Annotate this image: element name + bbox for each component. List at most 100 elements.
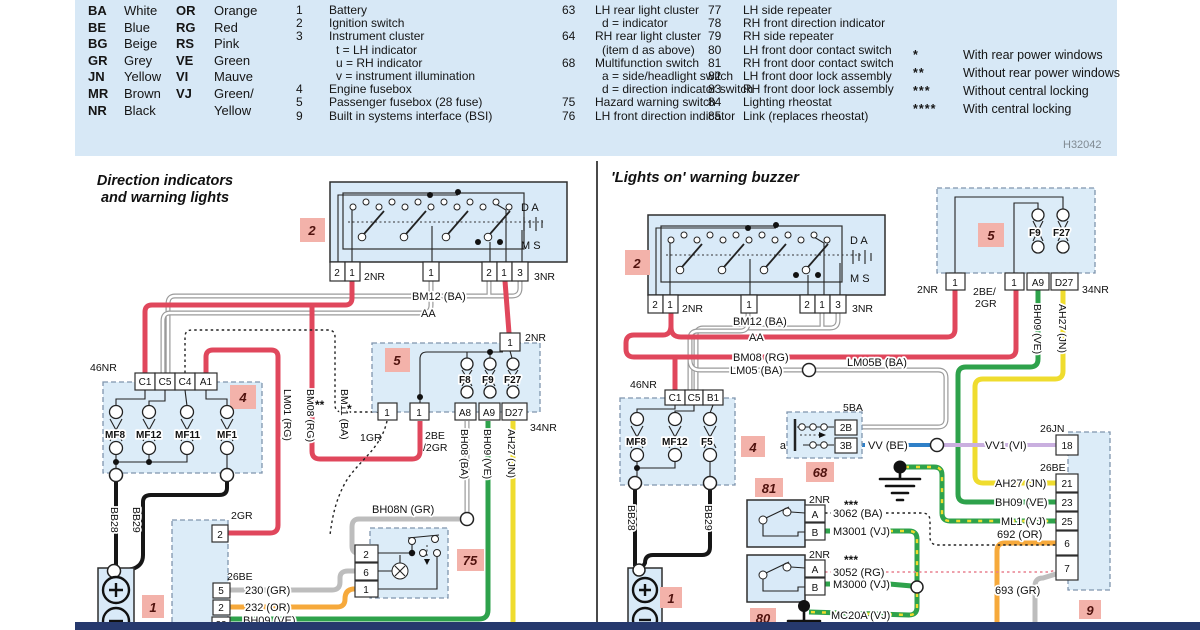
component-sublabel: (item d as above) xyxy=(602,42,695,57)
component-tag xyxy=(806,462,834,482)
ignition-da-label: D A xyxy=(850,235,868,247)
tag-number: 9 xyxy=(1086,603,1094,618)
component-label: Instrument cluster xyxy=(329,29,425,44)
pin-label: 3 xyxy=(835,300,841,311)
component-sublabel: d = direction indicator switch xyxy=(602,82,754,97)
pin-label: C5 xyxy=(688,393,701,404)
connector-label: 26JN xyxy=(1040,423,1065,435)
pin-label: C1 xyxy=(139,377,152,388)
pin-label: 21 xyxy=(1061,479,1073,490)
color-name: Yellow xyxy=(214,102,252,118)
fuse-icon xyxy=(1031,208,1045,254)
pin-label: B xyxy=(812,528,819,539)
connector-label: 3NR xyxy=(534,271,555,283)
battery-positive-icon xyxy=(101,575,131,605)
note-stars: **** xyxy=(913,102,937,116)
wire-label-ah27: AH27 (JN) xyxy=(505,429,517,478)
pin-label: A xyxy=(812,510,819,521)
terminal-circle xyxy=(632,563,646,577)
component-label: Ignition switch xyxy=(329,16,405,31)
component-number: 68 xyxy=(562,55,576,70)
component-label: LH front door lock assembly xyxy=(743,69,892,84)
terminal-circle xyxy=(106,563,122,579)
fuse-icon xyxy=(702,411,718,463)
bsi-unit: 26JN 18 26BE 21 23 25 6 7 9 xyxy=(1040,423,1111,619)
lamp-icon xyxy=(391,562,409,580)
connector-label: 2NR xyxy=(917,284,938,296)
color-code: BA xyxy=(88,3,107,18)
wire-label-mc20a: MC20A (VJ) xyxy=(831,610,890,622)
note-text: With central locking xyxy=(963,102,1072,116)
splice-connector xyxy=(801,362,817,378)
component-tag xyxy=(660,587,682,608)
connector-label: 2GR xyxy=(975,298,997,310)
component-label: Passenger fusebox (28 fuse) xyxy=(329,95,483,110)
fuse-label: F9 xyxy=(1029,228,1041,239)
fuse-icon xyxy=(108,404,124,456)
component-sublabel: u = RH indicator xyxy=(336,55,423,70)
fuse-label: F9 xyxy=(482,375,494,386)
connector-label: 46NR xyxy=(630,379,657,391)
wire-label-aa: AA xyxy=(749,332,764,344)
component-sublabel: v = instrument illumination xyxy=(336,69,476,84)
right-diagram-lights-on-buzzer: 'Lights on' warning buzzer xyxy=(611,169,1111,623)
connector-label: 26BE xyxy=(227,571,253,583)
wire-label-bh09-bottom: BH09 (VE) xyxy=(243,615,296,623)
component-label: Multifunction switch xyxy=(595,55,700,70)
component-number: 64 xyxy=(562,29,576,44)
multifunction-switch: 5BA a 2B 3B 68 xyxy=(780,402,863,482)
wire-label-m3000: M3000 (VJ) xyxy=(833,579,890,591)
component-number: 78 xyxy=(708,16,722,31)
component-tag xyxy=(1079,600,1101,619)
left-panel-title-line1: Direction indicators xyxy=(97,173,233,189)
color-name: Green xyxy=(214,52,251,68)
battery-negative-icon xyxy=(631,606,659,623)
wire-label-bm12: BM12 (BA) xyxy=(733,316,787,328)
wire-label-ah27-vertical: AH27 (JN) xyxy=(1056,304,1068,353)
color-code: GR xyxy=(88,52,108,68)
tag-number: 5 xyxy=(987,228,995,243)
pin-label: 6 xyxy=(1064,539,1070,550)
ground-stud-icon xyxy=(786,600,822,623)
color-name: Blue xyxy=(124,19,151,35)
terminal-circle xyxy=(219,467,235,483)
door-contact-switch-rh: 81 A B 2NR *** xyxy=(746,478,858,548)
pin-label: 1 xyxy=(746,300,752,311)
pin-label: B xyxy=(812,583,819,594)
tag-number: 2 xyxy=(307,223,316,238)
tag-number: 4 xyxy=(748,440,757,455)
color-code: RS xyxy=(176,36,195,52)
pin-label: A9 xyxy=(1032,278,1045,289)
component-number: 2 xyxy=(296,16,303,31)
pin-label: 1 xyxy=(384,408,390,419)
connector-label: 2NR xyxy=(364,271,385,283)
component-number: 80 xyxy=(708,42,722,57)
color-code: NR xyxy=(88,102,107,118)
connector-label: /2GR xyxy=(423,442,448,454)
pin-label: 2B xyxy=(840,423,853,434)
pin-label: 23 xyxy=(1061,498,1073,509)
component-number: 75 xyxy=(562,95,576,110)
wire-label-bh08: BH08 (BA) xyxy=(458,429,470,479)
color-code: RG xyxy=(176,19,196,35)
component-label: RH front door contact switch xyxy=(743,55,894,70)
panel-divider xyxy=(596,161,598,622)
connector-label: 2GR xyxy=(231,510,253,522)
component-label: RH side repeater xyxy=(743,29,834,44)
pin-label: 5 xyxy=(218,586,224,597)
component-number: 83 xyxy=(708,82,722,97)
component-number xyxy=(562,70,595,83)
passenger-fusebox: 5 F9 F27 1 1 A9 D27 2NR 2BE/ 2GR 34NR xyxy=(917,187,1109,310)
fuse-icon xyxy=(1056,208,1070,254)
left-diagram-direction-indicators: Direction indicators and warning lights xyxy=(90,173,568,623)
wire-label-bb28: BB28 xyxy=(108,507,120,533)
tag-number: 2 xyxy=(632,256,641,271)
ignition-switch: D A M S 2 2 1 1 2 1 3 2NR 3NR xyxy=(300,181,568,283)
tag-number: 5 xyxy=(393,353,401,368)
pin-label: 1 xyxy=(349,268,355,279)
pin-label: 1 xyxy=(363,585,369,596)
splice-connector xyxy=(910,580,924,594)
wire-label-693: 693 (GR) xyxy=(995,585,1040,597)
